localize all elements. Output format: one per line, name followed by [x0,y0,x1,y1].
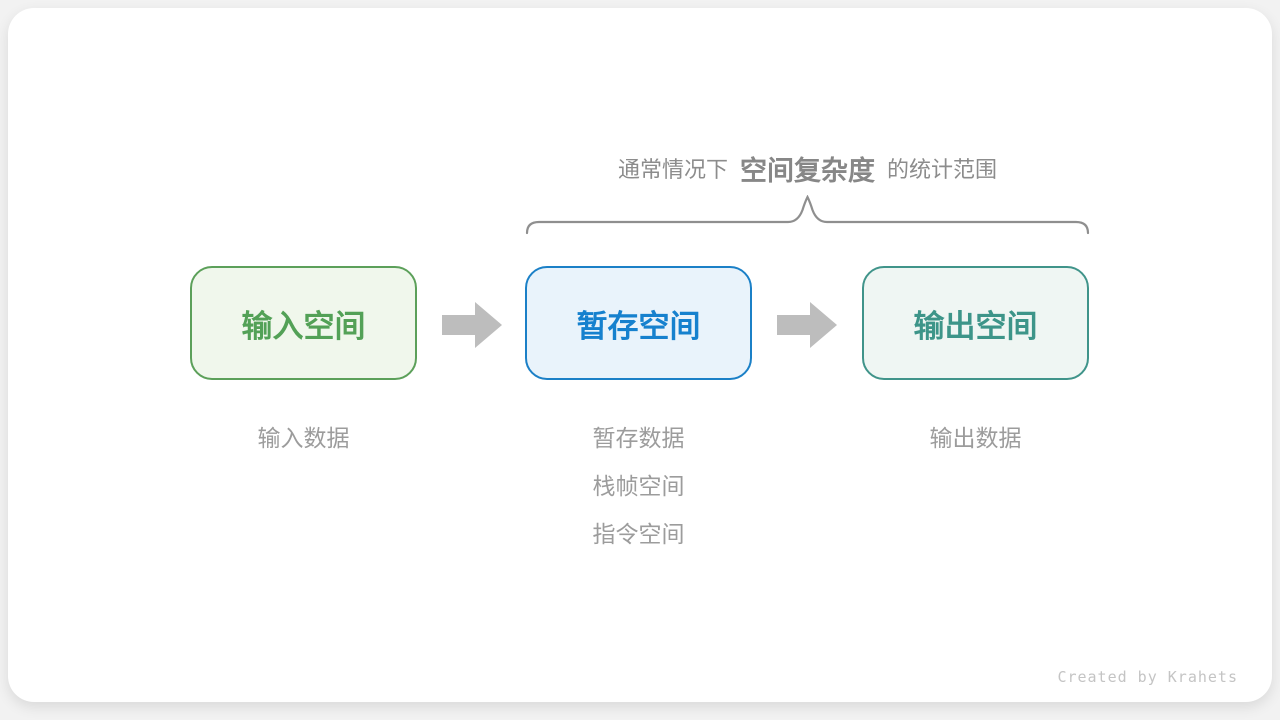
scope-title-highlight: 空间复杂度 [740,155,875,186]
box-temp-space-label: 暂存空间 [576,308,701,344]
box-output-space: 输出空间 [862,266,1089,380]
note-stack-frame-space: 栈帧空间 [592,473,685,499]
note-input-data: 输入数据 [257,425,350,451]
box-output-space-label: 输出空间 [913,308,1038,344]
scope-title-suffix: 的统计范围 [887,157,998,182]
box-input-space: 输入空间 [190,266,417,380]
curly-brace-icon [525,195,1090,235]
arrow-right-icon [442,302,502,348]
scope-title-prefix: 通常情况下 [617,157,728,182]
diagram-card: 通常情况下 空间复杂度 的统计范围 输入空间 暂存空间 输出空间 输入数据 暂存… [8,8,1272,702]
note-temp-data: 暂存数据 [592,425,685,451]
scope-title: 通常情况下 空间复杂度 的统计范围 [525,146,1090,190]
note-instruction-space: 指令空间 [592,521,685,547]
note-output-data: 输出数据 [929,425,1022,451]
credit-text: Created by Krahets [1057,668,1238,686]
arrow-right-icon [777,302,837,348]
box-temp-space: 暂存空间 [525,266,752,380]
box-input-space-label: 输入空间 [241,308,366,344]
